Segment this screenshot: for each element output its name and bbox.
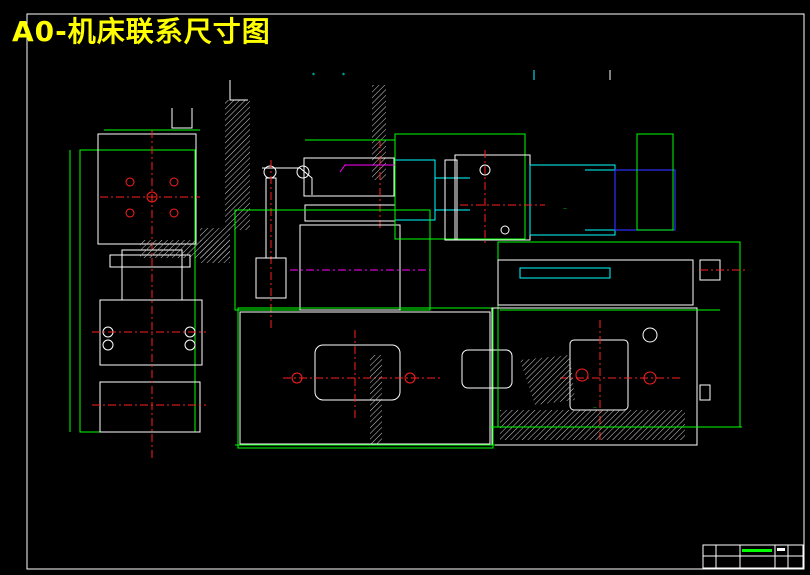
svg-text:*: * [312, 72, 315, 79]
top-marks: * * [312, 70, 611, 80]
press-head [255, 85, 470, 330]
drawing-title: A0-机床联系尺寸图 [12, 15, 271, 48]
outline-guides [104, 129, 742, 446]
drawing-border [26, 13, 805, 570]
svg-text:*: * [342, 72, 345, 79]
svg-text:—: — [563, 206, 567, 211]
svg-text:—: — [593, 405, 597, 410]
right-machine-bed: — — [491, 206, 745, 446]
left-fixture-unit [69, 130, 206, 460]
hatched-column [140, 80, 250, 263]
motor-gearbox [394, 133, 676, 245]
central-base [234, 209, 513, 449]
title-block [702, 544, 804, 569]
